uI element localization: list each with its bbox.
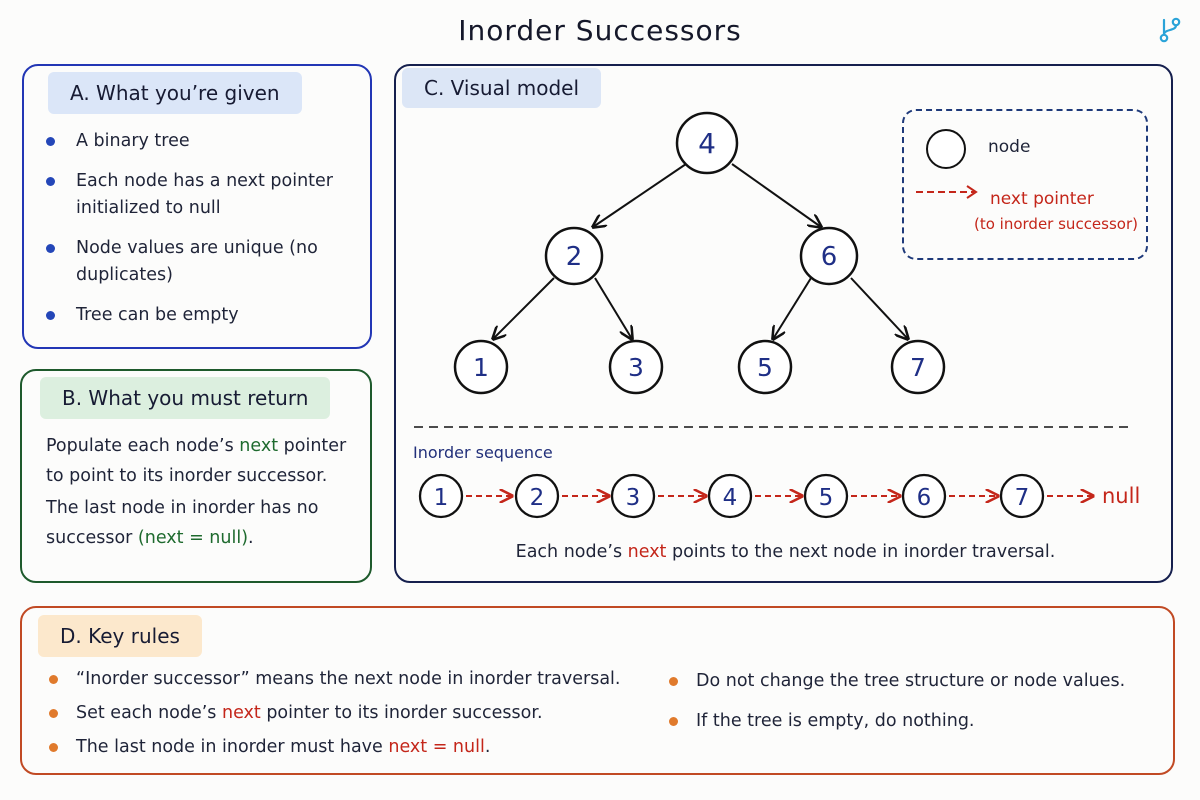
node-value: 3 bbox=[628, 353, 644, 382]
rule-item: Do not change the tree structure or node… bbox=[666, 669, 1125, 693]
sequence-node: 2 bbox=[514, 473, 560, 519]
sequence-node: 3 bbox=[610, 473, 656, 519]
page-title: Inorder Successors bbox=[458, 14, 742, 47]
key-rules-heading: D. Key rules bbox=[38, 615, 202, 657]
edge-2-3 bbox=[594, 277, 632, 339]
rule-item: The last node in inorder must have next … bbox=[46, 735, 620, 759]
legend-next-sublabel: (to inorder successor) bbox=[974, 215, 1138, 233]
node-value: 1 bbox=[473, 353, 489, 382]
sequence-node: 5 bbox=[803, 473, 849, 519]
sequence-caption: Each node’s next points to the next node… bbox=[396, 542, 1175, 562]
edge-6-5 bbox=[773, 277, 812, 339]
node-value: 2 bbox=[566, 242, 583, 272]
tree-node: 6 bbox=[799, 226, 859, 286]
sequence-label: Inorder sequence bbox=[413, 443, 553, 462]
node-value: 6 bbox=[917, 485, 932, 511]
node-value: 5 bbox=[757, 353, 773, 382]
key-rules-panel: D. Key rules “Inorder successor” means t… bbox=[20, 606, 1175, 775]
tree-node: 3 bbox=[608, 339, 664, 395]
legend-next-label: next pointer bbox=[990, 189, 1094, 209]
node-value: 2 bbox=[530, 485, 545, 511]
text: pointer to its inorder successor. bbox=[260, 703, 543, 723]
edge-6-7 bbox=[850, 277, 908, 339]
text: “Inorder successor” means the next node … bbox=[76, 669, 621, 689]
rule-item: Set each node’s next pointer to its inor… bbox=[46, 701, 620, 725]
node-value: 7 bbox=[1015, 485, 1030, 511]
visual-model-panel: 4 2 6 1 3 5 7 bbox=[394, 64, 1173, 583]
tree-node: 1 bbox=[453, 339, 509, 395]
given-item: Node values are unique (no duplicates) bbox=[46, 235, 346, 289]
return-heading: B. What you must return bbox=[40, 377, 331, 419]
text: Set each node’s bbox=[76, 703, 222, 723]
rules-list-left: “Inorder successor” means the next node … bbox=[46, 667, 620, 769]
node-value: 7 bbox=[910, 353, 926, 382]
next-null-keyword: (next = null) bbox=[137, 528, 249, 548]
return-line-2: The last node in inorder has no successo… bbox=[46, 493, 356, 553]
text: points to the next node in inorder trave… bbox=[666, 542, 1056, 562]
given-panel: A. What you’re given A binary tree Each … bbox=[22, 64, 372, 349]
text: Populate each node’s bbox=[46, 436, 240, 456]
next-null-keyword: next = null bbox=[388, 737, 485, 757]
sequence-end-null: null bbox=[1102, 484, 1140, 508]
tree-node: 4 bbox=[675, 111, 739, 175]
next-keyword: next bbox=[239, 436, 279, 456]
text: The last node in inorder must have bbox=[76, 737, 389, 757]
text: pointer to point to its inorder successo… bbox=[46, 436, 347, 486]
node-value: 1 bbox=[434, 485, 449, 511]
given-item: Tree can be empty bbox=[46, 302, 346, 329]
node-value: 6 bbox=[821, 242, 838, 272]
node-value: 4 bbox=[723, 485, 738, 511]
given-item: A binary tree bbox=[46, 128, 346, 155]
rules-list-right: Do not change the tree structure or node… bbox=[666, 669, 1125, 749]
legend-arrow-icon bbox=[916, 185, 978, 199]
next-keyword: next bbox=[221, 703, 261, 723]
legend-node-label: node bbox=[988, 137, 1031, 157]
sequence-node: 7 bbox=[999, 473, 1045, 519]
edge-4-6 bbox=[731, 163, 821, 227]
text: . bbox=[484, 737, 491, 757]
legend: node next pointer (to inorder successor) bbox=[902, 109, 1148, 260]
rule-item: “Inorder successor” means the next node … bbox=[46, 667, 620, 691]
node-value: 3 bbox=[626, 485, 641, 511]
git-branch-icon[interactable] bbox=[1156, 16, 1184, 44]
next-keyword: next bbox=[627, 542, 667, 562]
node-value: 4 bbox=[698, 127, 716, 160]
text: Each node’s bbox=[515, 542, 628, 562]
tree-node: 2 bbox=[544, 226, 604, 286]
return-description: Populate each node’s next pointer to poi… bbox=[46, 431, 356, 555]
tree-node: 7 bbox=[890, 339, 946, 395]
text: The last node in inorder has no successo… bbox=[46, 498, 319, 548]
rule-item: If the tree is empty, do nothing. bbox=[666, 709, 1125, 733]
sequence-node: 1 bbox=[418, 473, 464, 519]
tree-node: 5 bbox=[737, 339, 793, 395]
sequence-node: 6 bbox=[901, 473, 947, 519]
given-item: Each node has a next pointer initialized… bbox=[46, 168, 346, 222]
legend-node-symbol bbox=[926, 129, 966, 169]
return-panel: B. What you must return Populate each no… bbox=[20, 369, 372, 583]
node-value: 5 bbox=[819, 485, 834, 511]
return-line-1: Populate each node’s next pointer to poi… bbox=[46, 431, 356, 491]
edge-2-1 bbox=[493, 277, 555, 339]
given-heading: A. What you’re given bbox=[48, 72, 302, 114]
tree-diagram: 4 2 6 1 3 5 7 bbox=[414, 111, 1140, 519]
given-list: A binary tree Each node has a next point… bbox=[46, 128, 346, 342]
sequence-node: 4 bbox=[707, 473, 753, 519]
edge-4-2 bbox=[593, 163, 687, 227]
visual-model-heading: C. Visual model bbox=[402, 68, 602, 108]
text: . bbox=[248, 528, 254, 548]
